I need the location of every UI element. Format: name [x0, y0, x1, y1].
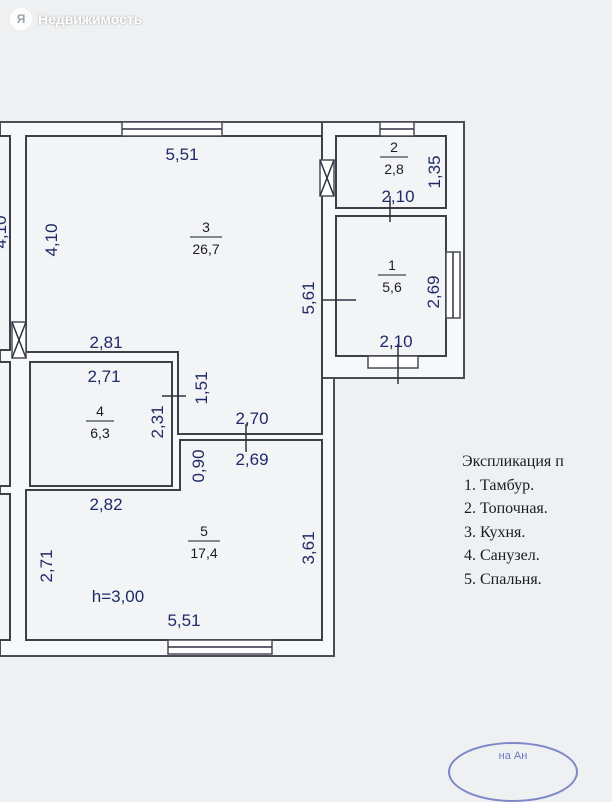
door-ticks [162, 196, 399, 452]
app-header: Я Недвижимость [10, 8, 142, 30]
dim-bedroom-top-right: 2,69 [235, 450, 268, 469]
stamp: на Ан [448, 742, 578, 802]
room-3-area: 26,7 [192, 241, 219, 257]
dim-bath-right: 1,51 [192, 371, 211, 404]
yandex-logo-icon: Я [10, 8, 32, 30]
legend-item: 1. Тамбур. [464, 476, 535, 494]
room-3-number: 3 [202, 219, 210, 235]
dim-bedroom-top-left: 2,82 [89, 495, 122, 514]
room-1-number: 1 [388, 257, 396, 273]
dim-bedroom-left: 2,71 [37, 549, 56, 582]
legend-item: 3. Кухня. [464, 523, 526, 541]
legend-list: 1. Тамбур. 2. Топочная. 3. Кухня. 4. Сан… [462, 474, 612, 592]
dim-vestibule-bottom: 2,10 [379, 332, 412, 351]
room-labels: 3 26,7 2 2,8 1 5,6 4 6,3 5 17,4 [86, 139, 408, 561]
room-2-number: 2 [390, 139, 398, 155]
legend-item: 2. Топочная. [464, 500, 548, 517]
floor-plan: 3 26,7 2 2,8 1 5,6 4 6,3 5 17,4 5,51 4,1… [0, 121, 465, 657]
brand-name: Недвижимость [38, 11, 143, 27]
room-4-number: 4 [96, 403, 104, 419]
dim-bath-top: 2,71 [87, 367, 120, 386]
room-bedroom [25, 439, 323, 641]
legend-title: Экспликация п [462, 453, 564, 470]
rooms [0, 135, 447, 641]
dim-bedroom-right: 3,61 [299, 531, 318, 564]
windows [121, 121, 461, 655]
dim-kitchen-right: 5,61 [299, 281, 318, 314]
dim-kitchen-top: 5,51 [165, 145, 198, 164]
dimension-labels: 5,51 4,10 5,61 2,81 2,70 1,35 2,10 2,69 … [0, 145, 444, 630]
room-bathroom [29, 361, 173, 487]
dim-left-edge-partial: 4,10 [0, 215, 10, 248]
dim-kitchen-bottom-left: 2,81 [89, 333, 122, 352]
room-left-partial-2 [0, 361, 11, 487]
room-5-area: 17,4 [190, 545, 217, 561]
vent-markers [11, 159, 335, 359]
legend-item: 5. Спальня. [464, 570, 542, 588]
room-left-partial-1 [0, 135, 11, 351]
legend-item: 4. Санузел. [464, 547, 540, 564]
dim-bath-left: 2,31 [148, 405, 167, 438]
dim-kitchen-left: 4,10 [42, 223, 61, 256]
room-4-area: 6,3 [90, 425, 110, 441]
legend: Экспликация п 1. Тамбур. 2. Топочная. 3.… [462, 450, 612, 591]
height-note: h=3,00 [92, 587, 144, 606]
dim-corridor-left: 0,90 [189, 449, 208, 482]
room-2-area: 2,8 [384, 161, 404, 177]
door-entrance [367, 355, 419, 369]
dim-vestibule-right: 2,69 [424, 275, 443, 308]
room-5-number: 5 [200, 523, 208, 539]
dim-bedroom-bottom: 5,51 [167, 611, 200, 630]
dim-boiler-bottom: 2,10 [381, 187, 414, 206]
room-1-area: 5,6 [382, 279, 402, 295]
room-left-partial-3 [0, 493, 11, 641]
dim-boiler-right: 1,35 [425, 155, 444, 188]
stamp-text: на Ан [498, 750, 528, 762]
dim-kitchen-bottom-right: 2,70 [235, 409, 268, 428]
